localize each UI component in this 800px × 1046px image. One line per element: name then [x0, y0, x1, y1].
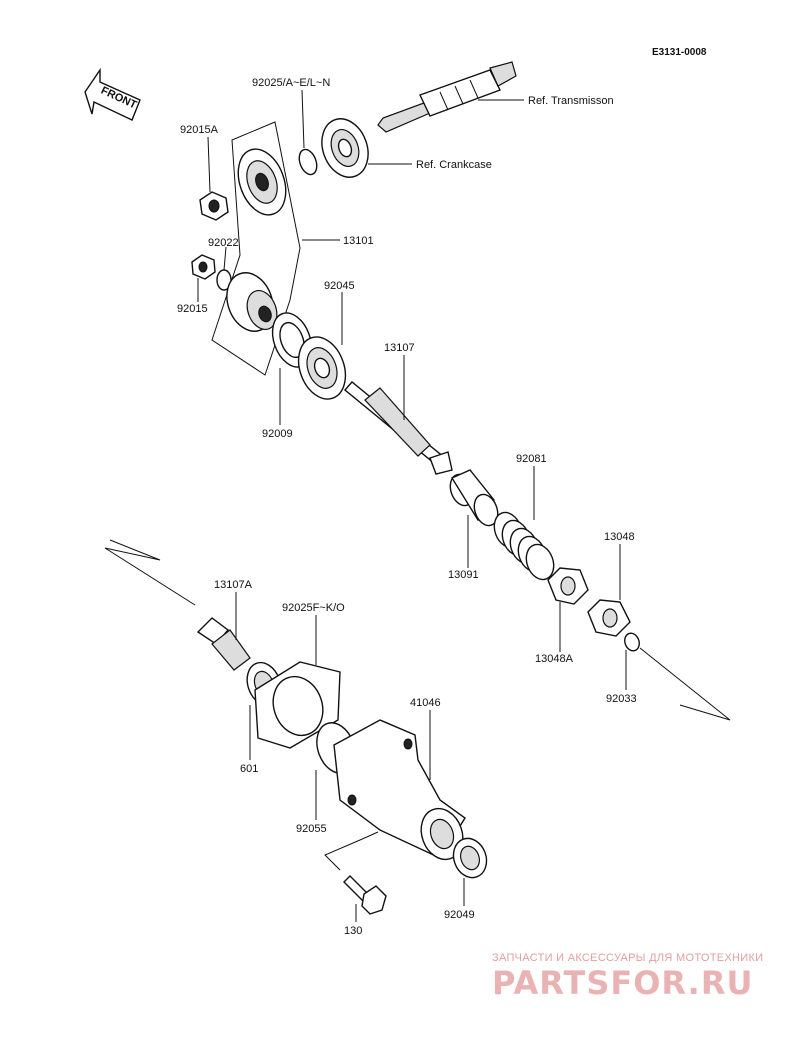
- ref-crankcase-label: Ref. Crankcase: [416, 159, 492, 171]
- part-13048-label: 13048: [604, 531, 635, 543]
- cam-13048a: [547, 567, 589, 605]
- crankcase-bearing: [321, 118, 369, 178]
- bevel-gear-lower: [226, 272, 278, 332]
- part-92045-label: 92045: [324, 280, 355, 292]
- part-92081-label: 92081: [516, 453, 547, 465]
- shim-92025: [298, 148, 318, 176]
- part-13107a-label: 13107A: [214, 579, 253, 591]
- housing-41046: [333, 719, 466, 861]
- part-92022-label: 92022: [208, 237, 239, 249]
- spring-92081: [493, 511, 555, 581]
- nut-92015: [191, 254, 216, 280]
- part-13107-label: 13107: [384, 342, 415, 354]
- watermark-tagline: ЗАПЧАСТИ И АКСЕССУАРЫ ДЛЯ МОТОТЕХНИКИ: [492, 952, 763, 964]
- part-41046-label: 41046: [410, 697, 441, 709]
- oil-seal-92049: [452, 837, 488, 879]
- part-92015-label: 92015: [177, 303, 208, 315]
- part-13091-label: 13091: [448, 569, 479, 581]
- pinion-shaft-13107a: [196, 617, 251, 671]
- part-601-label: 601: [240, 763, 258, 775]
- bevel-gear-upper: [237, 148, 287, 216]
- part-130-label: 130: [344, 925, 362, 937]
- part-92055-label: 92055: [296, 823, 327, 835]
- ball-bearing-92045: [297, 336, 347, 400]
- front-arrow-icon: FRONT: [84, 67, 141, 121]
- watermark-brand: PARTSFOR.RU: [492, 964, 753, 1002]
- drive-shaft-13107: [343, 381, 453, 475]
- circlip-92033: [624, 632, 640, 652]
- part-92009-label: 92009: [262, 428, 293, 440]
- part-13101-label: 13101: [343, 235, 374, 247]
- cam-13048: [587, 599, 631, 637]
- part-92015a-label: 92015A: [180, 124, 219, 136]
- gasket-92025f: [254, 661, 341, 749]
- part-92033-label: 92033: [606, 693, 637, 705]
- part-13048a-label: 13048A: [535, 653, 574, 665]
- bolt-guide-line: [324, 831, 379, 871]
- bolt-130: [343, 875, 387, 915]
- part-92049-label: 92049: [444, 909, 475, 921]
- diagram-code: E3131-0008: [652, 47, 707, 58]
- guide-line-right: [639, 647, 731, 721]
- transmission-shaft: [377, 61, 517, 133]
- collar-13091: [449, 469, 499, 527]
- guide-line-left: [104, 539, 196, 606]
- nut-92015a: [199, 191, 229, 221]
- ref-transmission-label: Ref. Transmisson: [528, 95, 614, 107]
- part-92025-label: 92025/A~E/L~N: [252, 77, 330, 89]
- part-92025f-label: 92025F~K/O: [282, 602, 345, 614]
